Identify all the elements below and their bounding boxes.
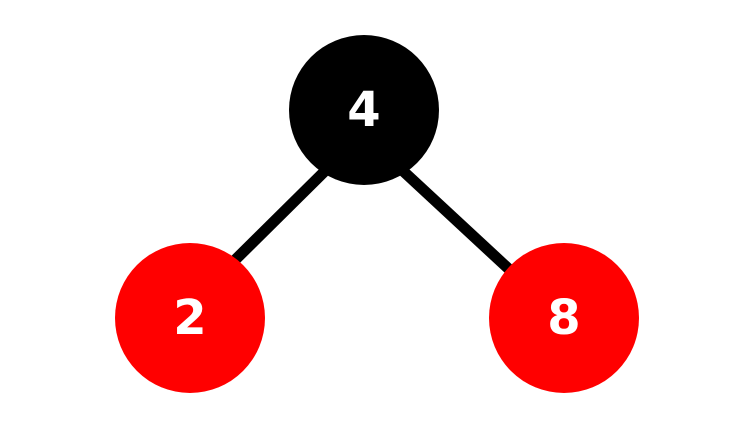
- node-label-root: 4: [347, 82, 380, 138]
- node-circle-root: [289, 35, 439, 185]
- node-label-left: 2: [173, 290, 206, 346]
- tree-node-left: 2: [115, 243, 265, 393]
- edge-root-right: [398, 165, 516, 277]
- node-circle-right: [489, 243, 639, 393]
- node-circle-left: [115, 243, 265, 393]
- edge-root-left: [226, 166, 330, 269]
- tree-node-root: 4: [289, 35, 439, 185]
- node-label-right: 8: [547, 290, 580, 346]
- tree-node-right: 8: [489, 243, 639, 393]
